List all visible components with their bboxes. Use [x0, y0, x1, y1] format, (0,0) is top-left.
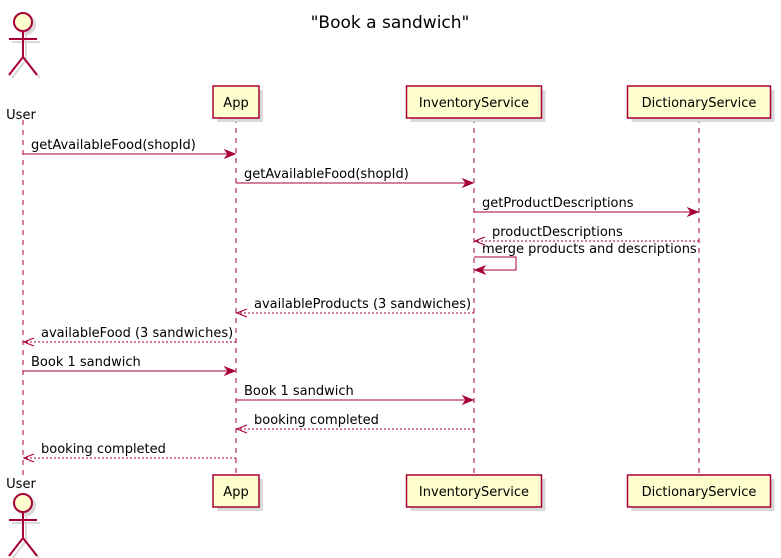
participant-heads: UserUserAppAppInventoryServiceInventoryS…: [6, 12, 775, 558]
message-4: productDescriptions: [473, 225, 699, 246]
message-7: availableFood (3 sandwiches): [22, 326, 236, 347]
diagram-title: "Book a sandwich": [311, 13, 470, 33]
message-11: booking completed: [22, 442, 236, 463]
actor-label: User: [6, 108, 36, 123]
actor-user-bottom: User: [6, 477, 41, 558]
participant-app-top: App: [212, 85, 263, 122]
participant-inventoryservice-bottom: InventoryService: [405, 474, 546, 511]
message-label: availableProducts (3 sandwiches): [254, 297, 471, 312]
message-label: productDescriptions: [492, 225, 623, 240]
participant-app-bottom: App: [212, 474, 263, 511]
message-label: Book 1 sandwich: [244, 384, 354, 399]
message-arrow: [474, 256, 517, 271]
message-5: merge products and descriptions: [473, 242, 697, 276]
actor-user-top: User: [6, 12, 41, 123]
message-6: availableProducts (3 sandwiches): [235, 297, 474, 318]
participant-label: InventoryService: [419, 96, 529, 111]
message-label: getProductDescriptions: [482, 196, 634, 211]
message-label: booking completed: [254, 413, 379, 428]
participant-dictionaryservice-top: DictionaryService: [626, 85, 775, 122]
actor-label: User: [6, 477, 36, 492]
message-10: booking completed: [235, 413, 474, 434]
message-9: Book 1 sandwich: [236, 384, 475, 406]
message-label: Book 1 sandwich: [31, 355, 141, 370]
participant-dictionaryservice-bottom: DictionaryService: [626, 474, 775, 511]
actor-figure-icon: [8, 12, 38, 76]
participant-label: App: [223, 96, 248, 111]
messages: getAvailableFood(shopId) getAvailableFood…: [22, 138, 700, 463]
participant-label: InventoryService: [419, 485, 529, 500]
message-label: booking completed: [41, 442, 166, 457]
actor-figure-icon: [8, 493, 38, 557]
message-label: merge products and descriptions: [482, 242, 697, 257]
message-3: getProductDescriptions: [474, 196, 700, 218]
message-label: availableFood (3 sandwiches): [41, 326, 233, 341]
message-label: getAvailableFood(shopId): [31, 138, 196, 153]
participant-inventoryservice-top: InventoryService: [405, 85, 546, 122]
message-1: getAvailableFood(shopId): [23, 138, 237, 160]
participant-label: DictionaryService: [642, 485, 757, 500]
message-8: Book 1 sandwich: [23, 355, 237, 377]
participant-label: App: [223, 485, 248, 500]
participant-label: DictionaryService: [642, 96, 757, 111]
message-label: getAvailableFood(shopId): [244, 167, 409, 182]
message-2: getAvailableFood(shopId): [236, 167, 475, 189]
